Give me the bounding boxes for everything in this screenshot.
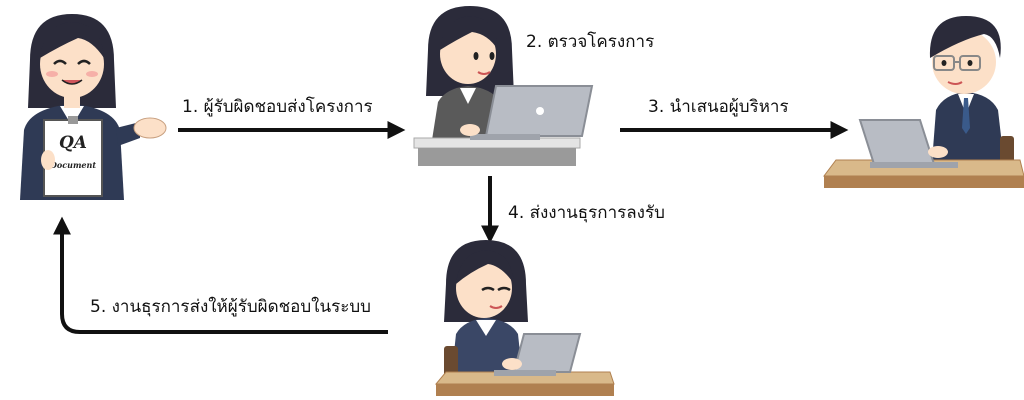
step-3-label: 3. นำเสนอผู้บริหาร <box>648 97 789 117</box>
qa-officer-icon: QA Document <box>20 14 167 200</box>
document-subtitle: Document <box>49 160 96 170</box>
document-title: QA <box>59 133 87 153</box>
executive-icon <box>823 16 1024 188</box>
admin-clerk-icon <box>434 240 615 396</box>
step-5-label: 5. งานธุรการส่งให้ผู้รับผิดชอบในระบบ <box>90 296 371 317</box>
step-4-label: 4. ส่งงานธุรการลงรับ <box>508 203 665 223</box>
step-2-label: 2. ตรวจโครงการ <box>526 31 654 52</box>
reviewer-icon <box>413 6 594 166</box>
step-1-label: 1. ผู้รับผิดชอบส่งโครงการ <box>182 96 373 117</box>
arrow-step-5 <box>53 216 388 334</box>
